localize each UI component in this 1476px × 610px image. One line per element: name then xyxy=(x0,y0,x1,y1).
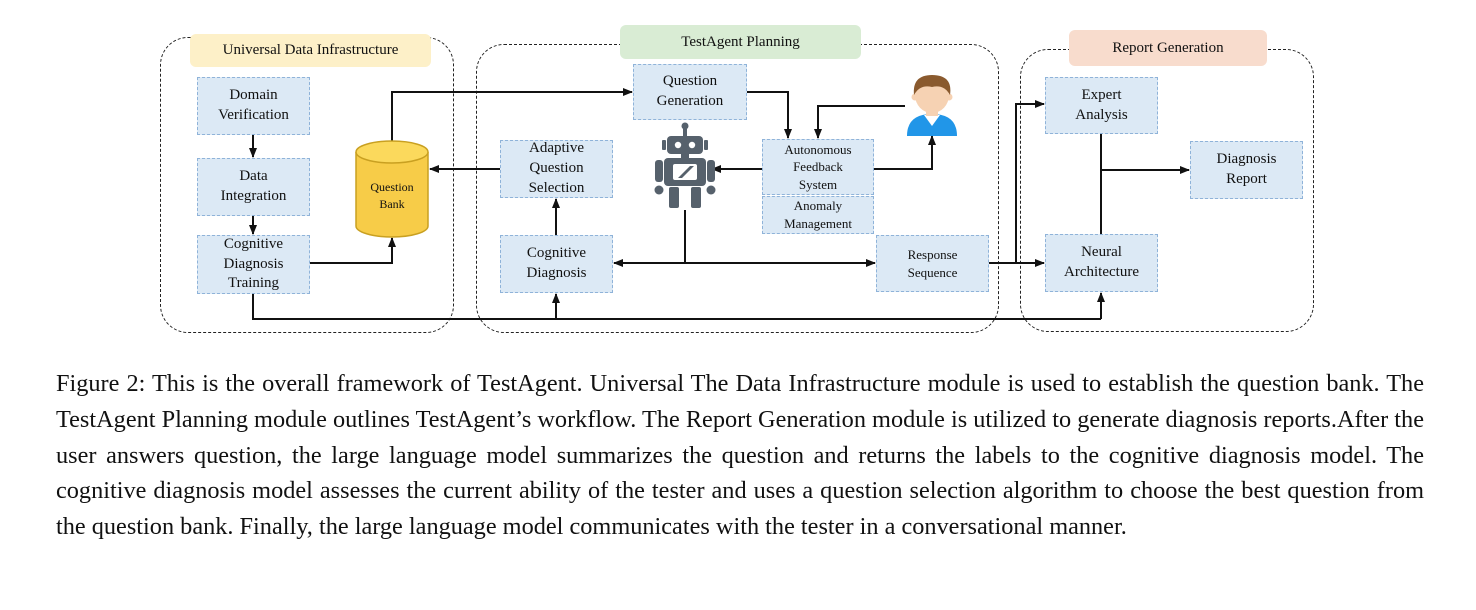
adaptive-question-selection-line-3: Selection xyxy=(528,179,585,196)
arrow-response-to-expert xyxy=(1015,100,1045,263)
question-bank-label-line-1: Question xyxy=(370,180,413,194)
question-generation-line-2: Generation xyxy=(656,93,724,109)
adaptive-question-selection-line-1: Adaptive xyxy=(529,140,584,157)
robot-icon xyxy=(654,122,716,208)
cognitive-diagnosis-line-2: Diagnosis xyxy=(526,265,587,281)
arrow-generation-to-feedback xyxy=(747,91,792,139)
domain-verification-line-2: Verification xyxy=(218,107,289,123)
autonomous-feedback-system-line-2: Feedback xyxy=(793,159,843,175)
user-icon xyxy=(907,75,957,136)
cognitive-diagnosis-line-1: Cognitive xyxy=(526,245,587,262)
arrow-training-to-bank xyxy=(310,237,396,264)
region-title-data-infrastructure: Universal Data Infrastructure xyxy=(190,34,431,67)
domain-verification-line-1: Domain xyxy=(229,87,278,104)
region-title-report-generation: Report Generation xyxy=(1069,30,1267,66)
anomaly-management-line-2: Management xyxy=(784,216,852,231)
figure-caption: Figure 2: This is the overall framework … xyxy=(56,370,1424,541)
diagnosis-report-line-2: Report xyxy=(1226,171,1267,187)
arrow-bank-to-question-generation xyxy=(391,88,633,143)
arrow-user-to-feedback xyxy=(814,105,905,139)
database-icon: Question Bank xyxy=(355,140,429,238)
diagnosis-report-line-1: Diagnosis xyxy=(1216,151,1277,168)
framework-diagram: Universal Data Infrastructure TestAgent … xyxy=(160,25,1314,333)
question-generation-line-1: Question xyxy=(662,73,718,90)
expert-analysis-line-2: Analysis xyxy=(1075,106,1128,123)
expert-analysis-line-1: Expert xyxy=(1081,86,1122,103)
data-integration-line-1: Data xyxy=(239,168,268,185)
cognitive-diagnosis-training-line-2: Diagnosis xyxy=(223,255,284,272)
line-training-bottom xyxy=(252,294,1101,320)
autonomous-feedback-system-line-3: System xyxy=(798,176,838,192)
autonomous-feedback-system-line-1: Autonomous xyxy=(784,141,852,157)
cognitive-diagnosis-training-line-1: Cognitive xyxy=(223,235,284,252)
neural-architecture-line-2: Architecture xyxy=(1064,264,1139,280)
response-sequence-line-1: Response xyxy=(907,246,958,262)
diagram-graphics: Question Bank xyxy=(249,75,1190,320)
region-title-testagent-planning: TestAgent Planning xyxy=(620,25,861,59)
neural-architecture-line-1: Neural xyxy=(1081,244,1122,261)
question-bank-label-line-2: Bank xyxy=(379,197,404,211)
cognitive-diagnosis-training-line-3: Training xyxy=(227,275,280,292)
data-integration-line-2: Integration xyxy=(220,188,287,204)
anomaly-management-line-1: Anomaly xyxy=(793,198,843,214)
adaptive-question-selection-line-2: Question xyxy=(529,160,584,177)
response-sequence-line-2: Sequence xyxy=(907,264,958,280)
arrow-feedback-to-user xyxy=(874,135,936,170)
